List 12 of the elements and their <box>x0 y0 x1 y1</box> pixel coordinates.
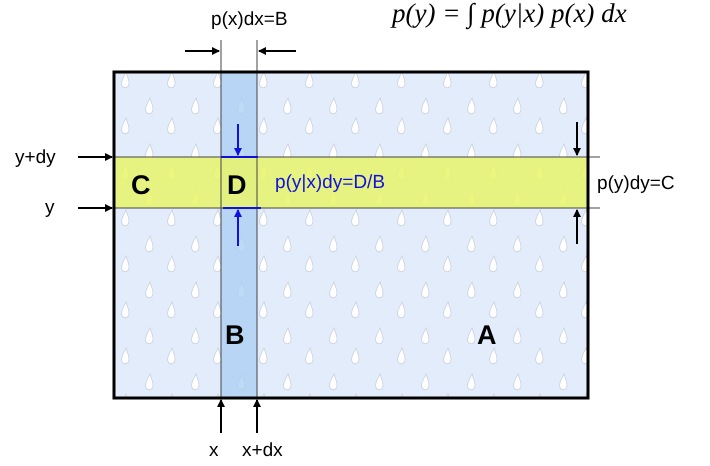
axis-value-label: y+dy <box>15 148 56 167</box>
axis-value-label: x <box>209 441 218 460</box>
dimension-label: p(y)dy=C <box>597 174 675 193</box>
formula: p(y) = ∫ p(y|x) p(x) dx <box>392 0 627 27</box>
formula: p(y|x)dy=D/B <box>275 173 385 192</box>
region-letter: B <box>225 322 244 349</box>
dimension-label: p(x)dx=B <box>211 10 288 29</box>
region-letter: D <box>227 172 246 199</box>
region-letter: A <box>477 322 496 349</box>
region-letter: C <box>131 172 150 199</box>
axis-value-label: y <box>45 198 54 217</box>
axis-value-label: x+dx <box>242 441 283 460</box>
